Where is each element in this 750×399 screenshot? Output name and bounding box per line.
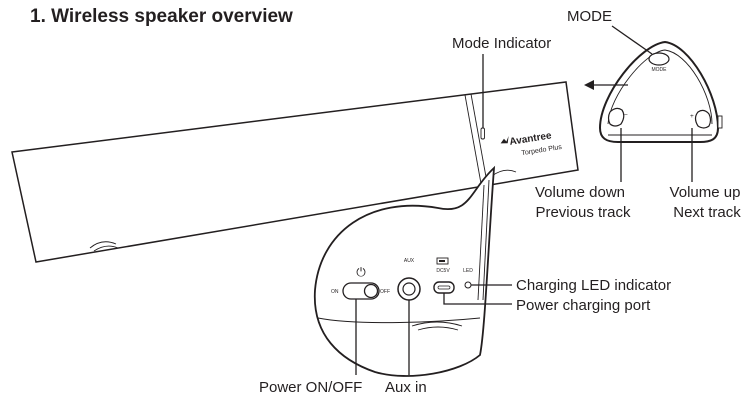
charging-led: [464, 281, 472, 289]
detail-edge-2: [482, 179, 490, 301]
leader-charging-port: [443, 293, 512, 305]
aux-label: AUX: [404, 258, 415, 264]
end-cap-outline: [598, 40, 720, 143]
dc5v-label: DC5V: [436, 268, 450, 274]
callout-aux-in: Aux in: [385, 379, 427, 396]
mode-button-label: MODE: [652, 67, 668, 73]
end-cap-arrow-head: [584, 80, 594, 90]
mode-button[interactable]: [648, 52, 670, 66]
speaker-outline: [11, 81, 579, 263]
mode-indicator-led: [480, 127, 485, 140]
page-title: 1. Wireless speaker overview: [30, 6, 293, 27]
power-on-label: ON: [331, 289, 339, 295]
power-switch-knob[interactable]: [363, 283, 379, 299]
volume-up-symbol: +: [690, 113, 694, 120]
callout-previous-track: Previous track: [535, 204, 631, 221]
callout-power: Power ON/OFF: [259, 379, 362, 396]
volume-down-button[interactable]: [607, 107, 625, 127]
power-symbol-icon: ⏻: [356, 265, 366, 279]
callout-mode-indicator: Mode Indicator: [452, 35, 551, 52]
volume-up-button[interactable]: [694, 109, 712, 129]
callout-next-track: Next track: [673, 204, 741, 221]
volume-down-symbol: −: [624, 112, 628, 119]
speaker-foot-left: [89, 241, 117, 249]
callout-charging-led: Charging LED indicator: [516, 277, 671, 294]
aux-jack-inner: [402, 282, 416, 296]
speaker-body: Avantree Torpedo Plus: [11, 81, 579, 263]
detail-foot: [411, 321, 463, 331]
end-cap-side-clip: [717, 115, 723, 129]
battery-icon-fill: [439, 260, 445, 262]
led-label: LED: [463, 268, 473, 274]
power-off-label: OFF: [380, 289, 390, 295]
callout-charging-port: Power charging port: [516, 297, 651, 314]
callout-volume-up: Volume up: [670, 184, 741, 201]
detail-bubble: ⏻ ON OFF AUX DC5V LED: [314, 165, 496, 377]
callout-mode: MODE: [567, 8, 612, 25]
leader-mode: [611, 25, 653, 55]
detail-body-seam: [317, 317, 481, 324]
charging-port-inner: [437, 285, 451, 290]
detail-bubble-outline: [314, 165, 496, 377]
speaker-end-cap-seam: [464, 94, 483, 190]
callout-volume-down: Volume down: [535, 184, 625, 201]
speaker-end-cap-seam-inner: [470, 93, 489, 189]
speaker-foot-left-2: [93, 245, 119, 252]
detail-edge-1: [477, 184, 485, 301]
end-cap-inner: [607, 49, 713, 125]
brand-bird-icon: [500, 136, 509, 144]
end-cap-view: MODE − +: [598, 40, 723, 143]
